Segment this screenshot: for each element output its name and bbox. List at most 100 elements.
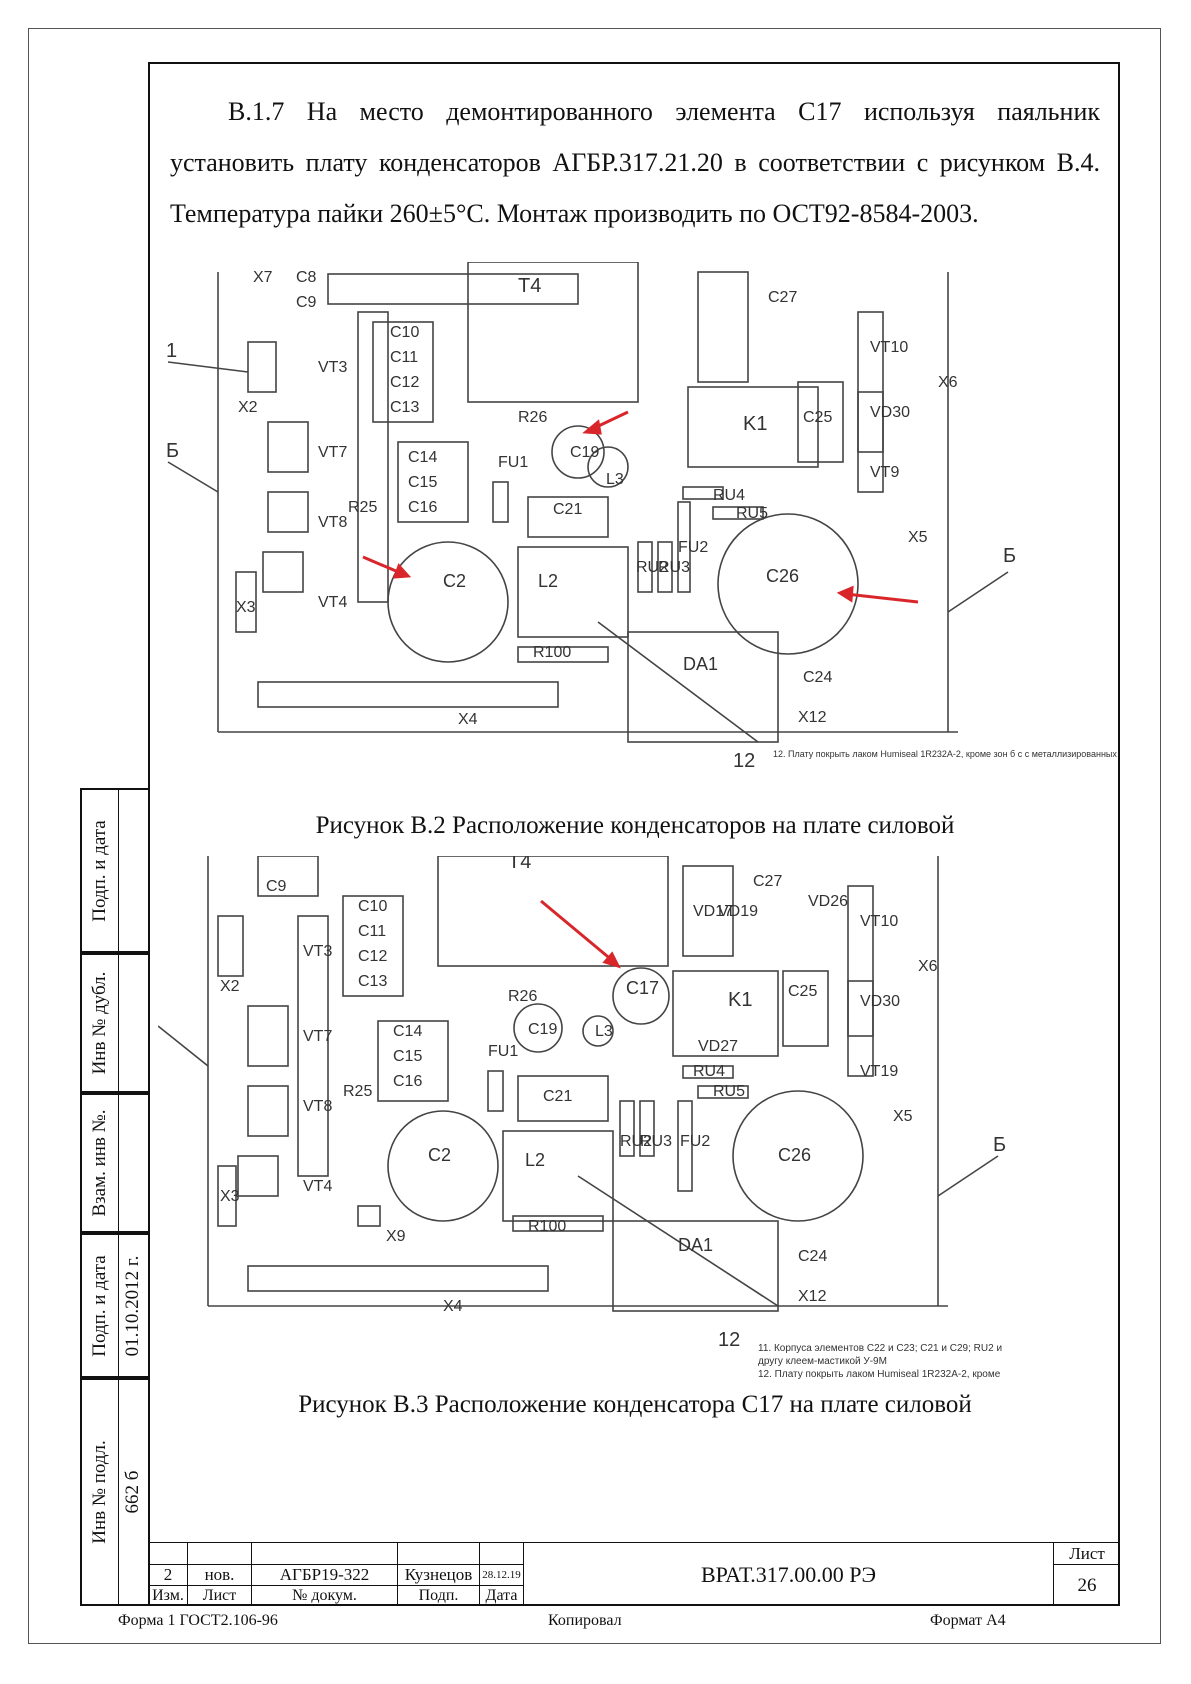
side-label-signature-date-2: Подп. и дата xyxy=(89,1254,110,1357)
svg-text:C13: C13 xyxy=(358,973,387,990)
svg-text:FU1: FU1 xyxy=(488,1043,518,1060)
svg-text:VT9: VT9 xyxy=(870,464,899,481)
svg-text:X4: X4 xyxy=(458,711,478,728)
board-drawing-b3: T4 K1 C17 C2 C26 C19 C21 L2 DA1 C9 C10C1… xyxy=(158,856,1006,1380)
svg-text:X6: X6 xyxy=(918,958,938,975)
svg-text:C8: C8 xyxy=(296,269,317,286)
tb-date: 28.12.19 xyxy=(479,1564,523,1585)
svg-text:X7: X7 xyxy=(253,269,273,286)
svg-text:C19: C19 xyxy=(570,444,599,461)
svg-text:C21: C21 xyxy=(543,1088,572,1105)
svg-text:VT7: VT7 xyxy=(303,1028,332,1045)
svg-text:C16: C16 xyxy=(393,1073,422,1090)
svg-text:RU3: RU3 xyxy=(640,1133,672,1150)
svg-text:C15: C15 xyxy=(393,1048,422,1065)
side-label-signature-date: Подп. и дата xyxy=(89,819,110,922)
svg-text:RU4: RU4 xyxy=(713,487,745,504)
tb-podp: Кузнецов xyxy=(397,1564,479,1585)
svg-text:C27: C27 xyxy=(753,873,782,890)
svg-text:C16: C16 xyxy=(408,499,437,516)
svg-text:X6: X6 xyxy=(938,374,958,391)
svg-text:DA1: DA1 xyxy=(683,654,718,674)
tb-h-podp: Подп. xyxy=(397,1585,479,1606)
svg-text:C11: C11 xyxy=(390,349,418,366)
tb-h-doc: № докум. xyxy=(251,1585,397,1606)
svg-text:C21: C21 xyxy=(553,501,582,518)
svg-text:C2: C2 xyxy=(428,1145,451,1165)
svg-text:RU5: RU5 xyxy=(713,1083,745,1100)
svg-text:C27: C27 xyxy=(768,289,797,306)
svg-text:FU2: FU2 xyxy=(680,1133,710,1150)
svg-text:R25: R25 xyxy=(348,499,377,516)
svg-text:C14: C14 xyxy=(393,1023,422,1040)
svg-text:L2: L2 xyxy=(538,571,558,591)
svg-text:VD26: VD26 xyxy=(808,893,848,910)
svg-text:VD30: VD30 xyxy=(860,993,900,1010)
tb-izm: 2 xyxy=(148,1564,187,1585)
svg-text:Б: Б xyxy=(1003,545,1016,567)
tb-list: нов. xyxy=(187,1564,251,1585)
svg-text:VT3: VT3 xyxy=(303,943,332,960)
svg-text:C13: C13 xyxy=(390,399,419,416)
tb-sheet-number: 26 xyxy=(1053,1564,1120,1606)
side-label-original-inv: Инв № подл. xyxy=(89,1440,110,1544)
svg-text:R25: R25 xyxy=(343,1083,372,1100)
svg-text:VT10: VT10 xyxy=(870,339,908,356)
tb-h-izm: Изм. xyxy=(148,1585,187,1606)
svg-text:FU2: FU2 xyxy=(678,539,708,556)
svg-text:VT3: VT3 xyxy=(318,359,347,376)
svg-text:C26: C26 xyxy=(766,566,799,586)
svg-text:RU3: RU3 xyxy=(658,559,690,576)
tb-h-list: Лист xyxy=(187,1585,251,1606)
svg-text:C25: C25 xyxy=(803,409,832,426)
svg-text:RU2: RU2 xyxy=(620,1133,652,1150)
svg-text:X4: X4 xyxy=(443,1298,463,1315)
instruction-paragraph: В.1.7 На место демонтированного элемента… xyxy=(170,86,1100,239)
footer-format: Формат А4 xyxy=(930,1612,1006,1629)
svg-text:VT4: VT4 xyxy=(318,594,347,611)
svg-text:C10: C10 xyxy=(358,898,387,915)
paragraph-text: В.1.7 На место демонтированного элемента… xyxy=(170,97,1100,228)
svg-text:C14: C14 xyxy=(408,449,437,466)
svg-text:1: 1 xyxy=(166,340,177,362)
side-stamp-2: Инв № дубл. xyxy=(80,953,148,1093)
svg-text:X2: X2 xyxy=(238,399,258,416)
svg-text:DA1: DA1 xyxy=(678,1235,713,1255)
svg-text:VT8: VT8 xyxy=(303,1098,332,1115)
side-stamp-4: Подп. и дата 01.10.2012 г. xyxy=(80,1233,148,1378)
svg-text:VT4: VT4 xyxy=(303,1178,332,1195)
svg-text:VD19: VD19 xyxy=(718,903,758,920)
svg-text:12. Плату покрыть лаком Humise: 12. Плату покрыть лаком Humiseal 1R232A-… xyxy=(773,749,1118,759)
svg-text:VD30: VD30 xyxy=(870,404,910,421)
svg-text:K1: K1 xyxy=(743,413,767,435)
svg-text:C26: C26 xyxy=(778,1145,811,1165)
svg-text:L3: L3 xyxy=(595,1023,613,1040)
svg-text:RU5: RU5 xyxy=(736,505,768,522)
svg-text:C19: C19 xyxy=(528,1021,557,1038)
side-label-duplicate-inv: Инв № дубл. xyxy=(89,971,110,1075)
title-block: 2 нов. АГБР19-322 Кузнецов 28.12.19 Изм.… xyxy=(148,1542,1120,1606)
svg-text:VT10: VT10 xyxy=(860,913,898,930)
side-value-date: 01.10.2012 г. xyxy=(122,1255,143,1356)
svg-text:X12: X12 xyxy=(798,709,827,726)
svg-text:R26: R26 xyxy=(508,988,537,1005)
svg-text:другу клеем-мастикой У-9М: другу клеем-мастикой У-9М xyxy=(758,1356,887,1367)
svg-text:L3: L3 xyxy=(606,471,624,488)
svg-text:Б: Б xyxy=(166,440,179,462)
svg-text:X5: X5 xyxy=(908,529,928,546)
svg-text:X3: X3 xyxy=(220,1188,240,1205)
svg-text:X5: X5 xyxy=(893,1108,913,1125)
svg-text:VT7: VT7 xyxy=(318,444,347,461)
side-stamp-3: Взам. инв №. xyxy=(80,1093,148,1233)
tb-h-date: Дата xyxy=(479,1585,523,1606)
svg-text:VT19: VT19 xyxy=(860,1063,898,1080)
svg-text:11. Корпуса элементов С22 и С2: 11. Корпуса элементов С22 и С23; С21 и С… xyxy=(758,1343,1002,1354)
svg-text:12: 12 xyxy=(733,750,755,772)
tb-designation: ВРАТ.317.00.00 РЭ xyxy=(523,1542,1053,1606)
svg-text:C25: C25 xyxy=(788,983,817,1000)
svg-text:VD27: VD27 xyxy=(698,1038,738,1055)
svg-text:RU2: RU2 xyxy=(636,559,668,576)
